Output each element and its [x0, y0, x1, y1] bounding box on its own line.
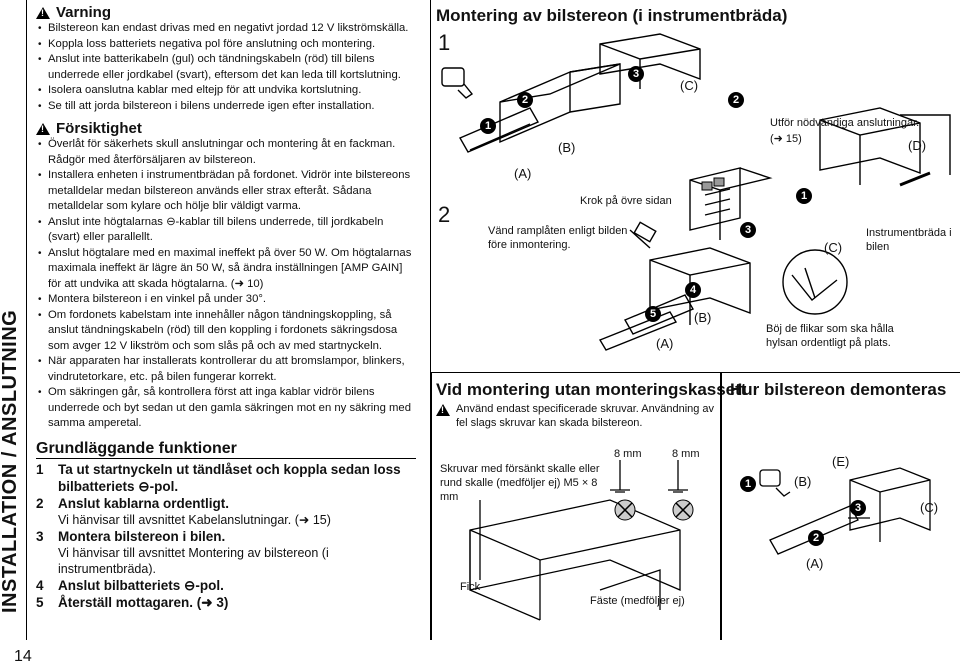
list-item: När apparaten har installerats kontrolle… [36, 354, 416, 385]
label-a2: (A) [656, 336, 674, 351]
list-item: Installera enheten i instrumentbrädan på… [36, 168, 416, 215]
removal-marker-3: 3 [850, 500, 866, 516]
bracket-label: Fäste (medföljer ej) [590, 595, 685, 607]
list-item: Om fordonets kabelstam inte innehåller n… [36, 308, 416, 355]
mounting-title: Montering av bilstereon (i instrumentbrä… [436, 6, 788, 25]
warning-list: Bilstereon kan endast drivas med en nega… [36, 21, 416, 114]
step-marker-4: 4 [685, 282, 701, 298]
mounting-step-2: 2 [438, 202, 451, 227]
screw-size-2: 8 mm [672, 448, 700, 460]
label-b: (B) [558, 140, 576, 155]
list-item: Isolera oanslutna kablar med eltejp för … [36, 83, 416, 99]
list-item: Koppla loss batteriets negativa pol före… [36, 37, 416, 53]
basics-heading: Grundläggande funktioner [36, 440, 416, 459]
caution-icon [36, 122, 50, 135]
label-c2: (C) [824, 240, 843, 255]
no-kit-title: Vid montering utan monteringskassett [436, 380, 747, 399]
connect-ref: (➜ 15) [770, 133, 802, 145]
hook-label: Krok på övre sidan [580, 195, 672, 207]
step-3-note: Vi hänvisar till avsnittet Montering av … [58, 545, 329, 576]
removal-title: Hur bilstereon demonteras [730, 380, 947, 399]
step-marker-2b: 2 [728, 92, 744, 108]
step-marker-1: 1 [480, 118, 496, 134]
label-a: (A) [514, 166, 532, 181]
mounting-panel [430, 0, 960, 373]
no-kit-illustration [469, 460, 694, 621]
removal-label-c: (C) [920, 500, 939, 515]
list-item: Anslut högtalare med en maximal ineffekt… [36, 246, 416, 293]
list-item: Anslut inte högtalarnas ⊖-kablar till bi… [36, 215, 416, 246]
no-kit-note: Använd endast specificerade skruvar. Anv… [436, 402, 716, 430]
step-marker-3b: 3 [740, 222, 756, 238]
section-label: INSTALLATION / ANSLUTNING [0, 309, 21, 613]
caution-list: Överlåt för säkerhets skull anslutningar… [36, 137, 416, 432]
step-2-note: Vi hänvisar till avsnittet Kabelanslutni… [58, 512, 331, 527]
list-item: Överlåt för säkerhets skull anslutningar… [36, 137, 416, 168]
label-d: (D) [908, 138, 927, 153]
list-item: Montera bilstereon i en vinkel på under … [36, 292, 416, 308]
list-item: Bilstereon kan endast drivas med en nega… [36, 21, 416, 37]
warning-icon [436, 404, 450, 416]
step-marker-1b: 1 [796, 188, 812, 204]
removal-marker-2: 2 [808, 530, 824, 546]
removal-label-b: (B) [794, 474, 812, 489]
removal-label-e: (E) [832, 454, 850, 469]
mounting-step-1: 1 [438, 30, 451, 55]
step-marker-5: 5 [645, 306, 661, 322]
step-marker-2: 2 [517, 92, 533, 108]
step-marker-3: 3 [628, 66, 644, 82]
label-b2: (B) [694, 310, 712, 325]
section-tab: INSTALLATION / ANSLUTNING [0, 0, 27, 640]
dashboard-label: Instrumentbräda i bilen [866, 227, 952, 253]
warning-heading: Varning [36, 4, 416, 21]
connect-note: Utför nödvändiga anslutningar. [770, 117, 920, 129]
turn-plate-note: Vänd ramplåten enligt bilden före inmont… [488, 225, 628, 251]
bend-note: Böj de flikar som ska hålla hylsan orden… [766, 323, 894, 349]
screw-size-1: 8 mm [614, 448, 642, 460]
warning-icon [36, 6, 50, 19]
label-c: (C) [680, 78, 699, 93]
caution-heading: Försiktighet [36, 120, 416, 137]
removal-marker-1: 1 [740, 476, 756, 492]
page-number: 14 [14, 648, 32, 665]
list-item: Se till att jorda bilstereon i bilens un… [36, 99, 416, 115]
left-column: Varning Bilstereon kan endast drivas med… [36, 4, 416, 611]
divider [430, 372, 432, 640]
divider [720, 372, 722, 640]
list-item: Anslut inte batterikabeln (gul) och tänd… [36, 52, 416, 83]
list-item: Om säkringen går, så kontrollera först a… [36, 385, 416, 432]
screws-note: Skruvar med försänkt skalle eller rund s… [440, 463, 600, 503]
removal-illustration [759, 467, 931, 555]
removal-label-a: (A) [806, 556, 824, 571]
